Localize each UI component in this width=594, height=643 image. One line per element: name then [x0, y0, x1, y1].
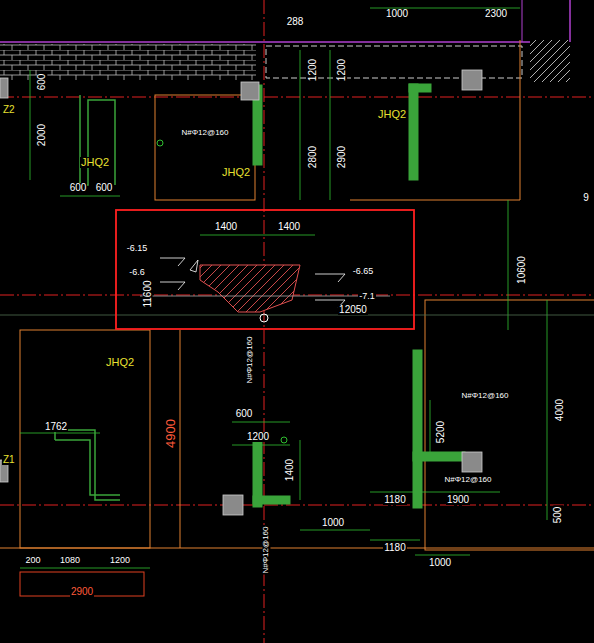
dimension-text: 1080: [59, 556, 81, 565]
dimension-text: 200: [24, 556, 41, 565]
dimension-text: 5200: [436, 420, 446, 444]
wall-tag: JHQ2: [80, 157, 110, 168]
dimension-text: 1200: [308, 58, 318, 82]
wall-tag: JHQ2: [221, 167, 251, 178]
dimension-text: 1180: [383, 543, 407, 553]
elevation: -6.15: [126, 244, 149, 253]
column-tag: Z1: [2, 455, 16, 465]
rebar-note: N#Φ12@160: [461, 392, 510, 400]
dimension-text: 1400: [277, 222, 301, 232]
dimension-text: 4900: [163, 418, 176, 449]
dimension-text: 1000: [385, 9, 409, 19]
dimension-text: 2000: [37, 123, 47, 147]
rebar-note: N#Φ12@160: [246, 336, 254, 385]
dimension-text: 1000: [321, 518, 345, 528]
dimension-text: 600: [69, 183, 88, 193]
wall-tag: JHQ2: [105, 357, 135, 368]
dimension-text: 4000: [555, 398, 565, 422]
dimension-text: 2800: [308, 145, 318, 169]
dimension-text: 1200: [109, 556, 131, 565]
rebar-note: N#Φ12@160: [181, 129, 230, 137]
elevation: -6.6: [128, 268, 146, 277]
dimension-text: 1200: [337, 58, 347, 82]
dimension-text: 12050: [338, 305, 368, 315]
dimension-text: 10600: [517, 255, 527, 285]
dimension-text: 2900: [70, 587, 94, 597]
column-tag: Z2: [2, 105, 16, 115]
dimension-text: 1400: [285, 458, 295, 482]
dimension-text: 500: [553, 506, 563, 525]
dimension-text: 9: [582, 193, 590, 203]
elevation: -7.1: [358, 292, 376, 301]
dimension-text: 2900: [337, 145, 347, 169]
dimension-text: 11600: [143, 279, 153, 308]
elevation: -6.65: [352, 267, 375, 276]
dimension-text: 1762: [44, 422, 68, 432]
dimension-text: 288: [286, 17, 305, 27]
dimension-text: 600: [95, 183, 114, 193]
dimension-text: 1200: [246, 432, 270, 442]
dimension-text: 600: [37, 73, 47, 92]
dimension-text: 600: [235, 409, 254, 419]
dimension-text: 1000: [428, 558, 452, 568]
dimension-text: 1400: [214, 222, 238, 232]
dimension-text: 1180: [383, 495, 407, 505]
rebar-note: N#Φ12@160: [262, 526, 270, 575]
dimension-text: 2300: [484, 9, 508, 19]
rebar-note: N#Φ12@160: [444, 476, 493, 484]
wall-tag: JHQ2: [377, 109, 407, 120]
dimension-text: 1900: [446, 495, 470, 505]
